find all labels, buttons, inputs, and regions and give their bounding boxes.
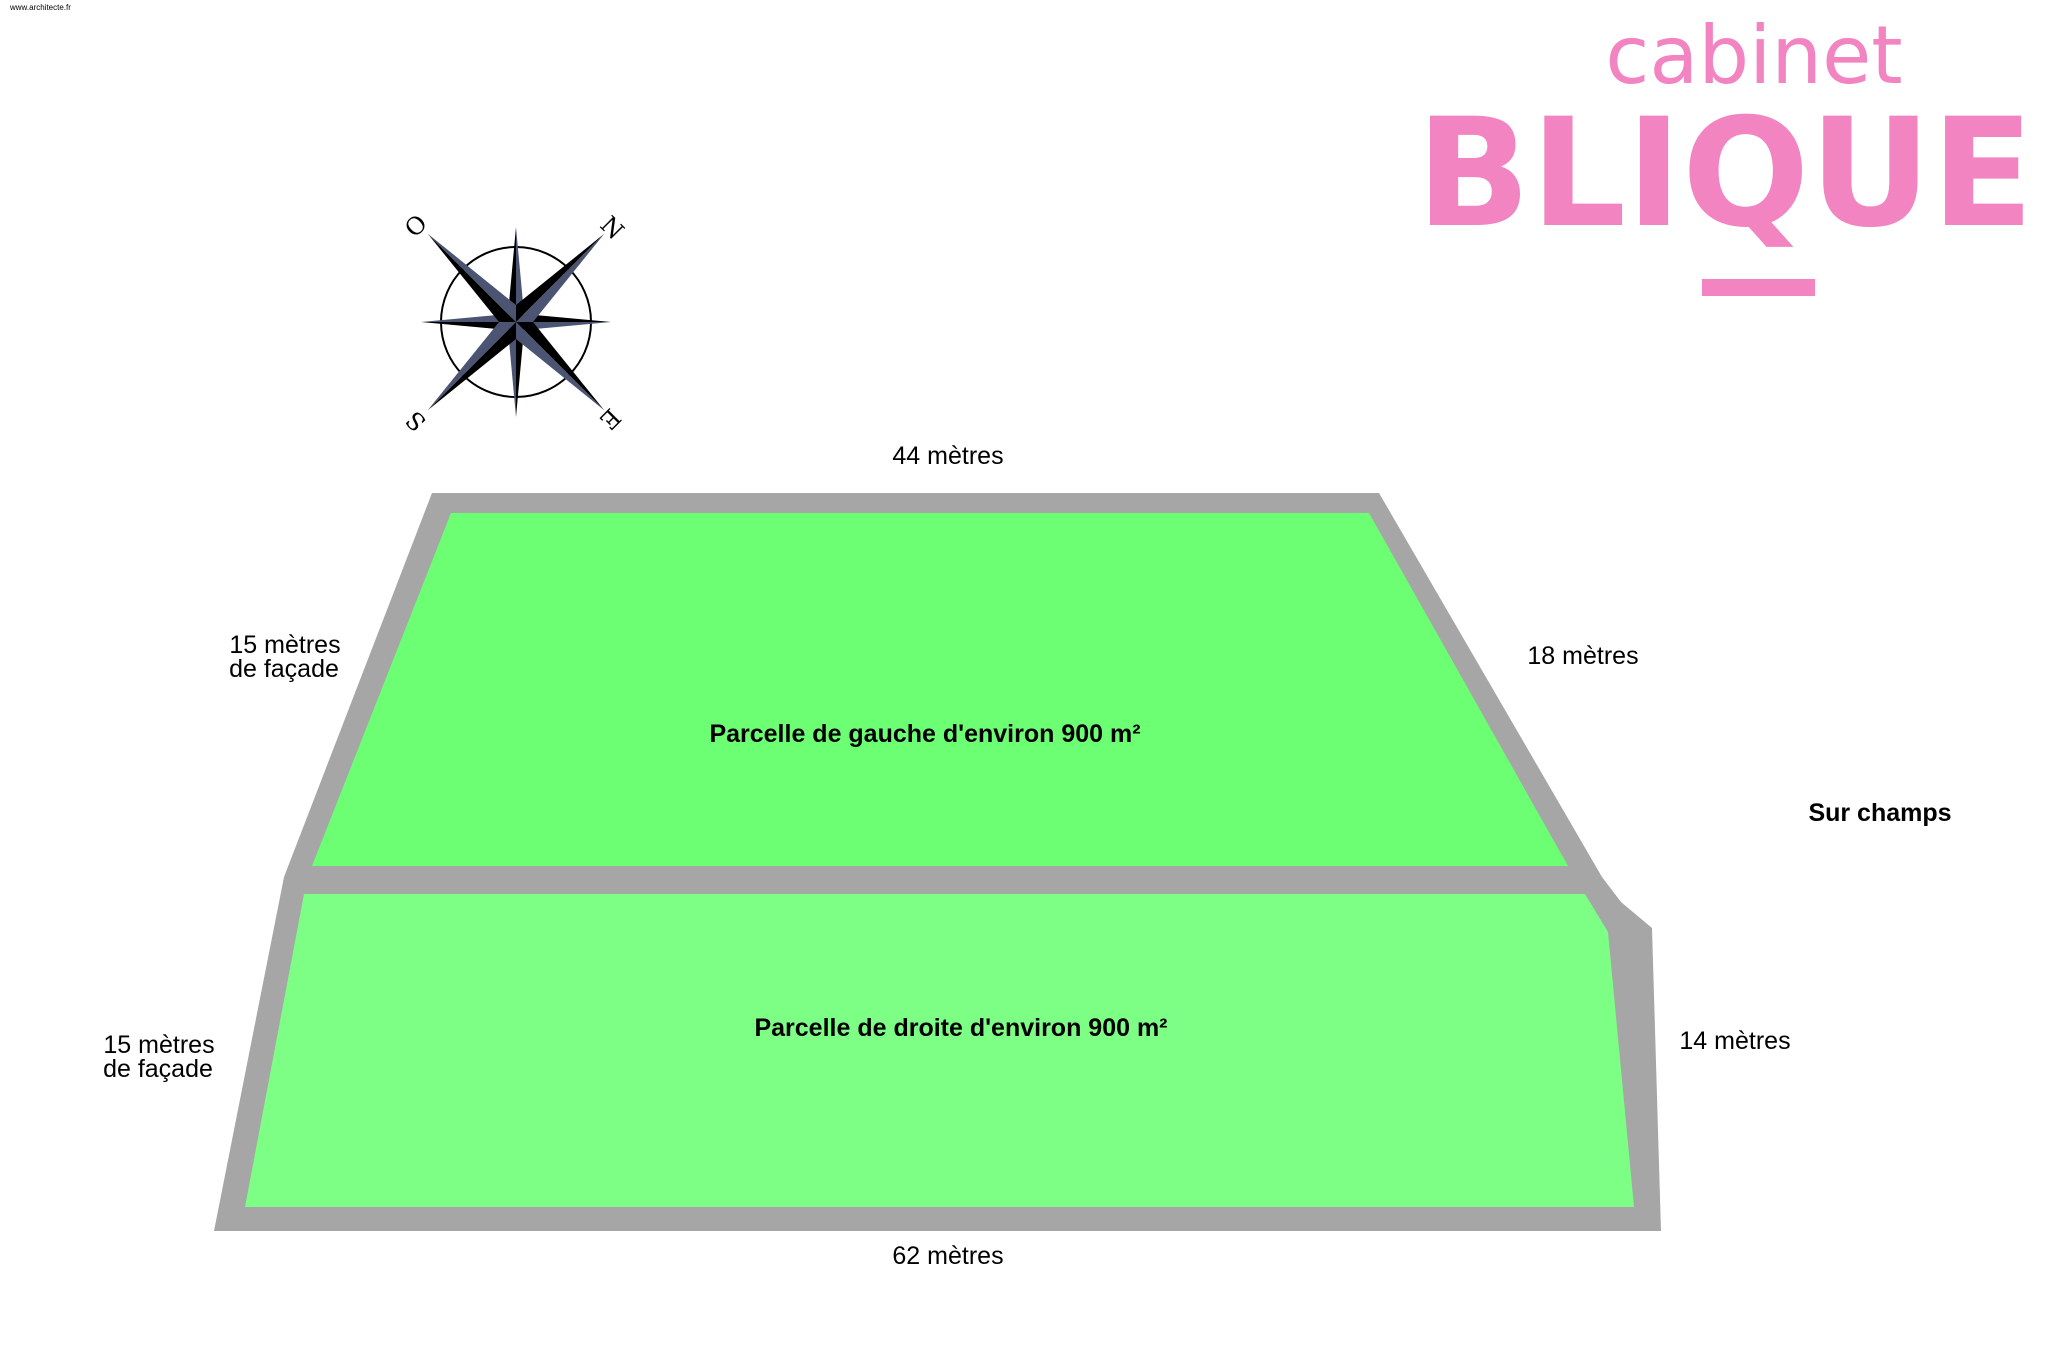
brand-logo: cabinet BLIQUE xyxy=(1416,9,2034,296)
parcel-right-label: Parcelle de droite d'environ 900 m² xyxy=(754,1014,1167,1042)
facade-upper-line1: 15 mètres xyxy=(229,631,340,659)
brand-logo-top: cabinet xyxy=(1605,9,1902,102)
facade-lower-line2: de façade xyxy=(103,1055,213,1083)
compass-east-label: E xyxy=(594,403,626,435)
parcel-left xyxy=(312,513,1568,866)
dimension-right-upper: 18 mètres xyxy=(1527,642,1638,670)
dimension-bottom: 62 mètres xyxy=(892,1242,1003,1270)
dimension-top: 44 mètres xyxy=(892,442,1003,470)
brand-logo-main: BLIQUE xyxy=(1416,87,2034,261)
brand-logo-underline xyxy=(1702,279,1815,296)
compass-north-label: N xyxy=(595,211,630,246)
compass-west-label: O xyxy=(399,209,433,243)
dimension-right-lower: 14 mètres xyxy=(1679,1027,1790,1055)
watermark-text: www.architecte.fr xyxy=(9,3,71,12)
facade-upper-line2: de façade xyxy=(229,655,339,683)
facade-lower-line1: 15 mètres xyxy=(103,1031,214,1059)
compass-rose-icon xyxy=(421,227,611,417)
side-note-fields: Sur champs xyxy=(1808,799,1951,827)
parcel-left-label: Parcelle de gauche d'environ 900 m² xyxy=(709,720,1140,748)
parcel-right xyxy=(245,894,1634,1207)
compass-south-label: S xyxy=(400,405,431,436)
